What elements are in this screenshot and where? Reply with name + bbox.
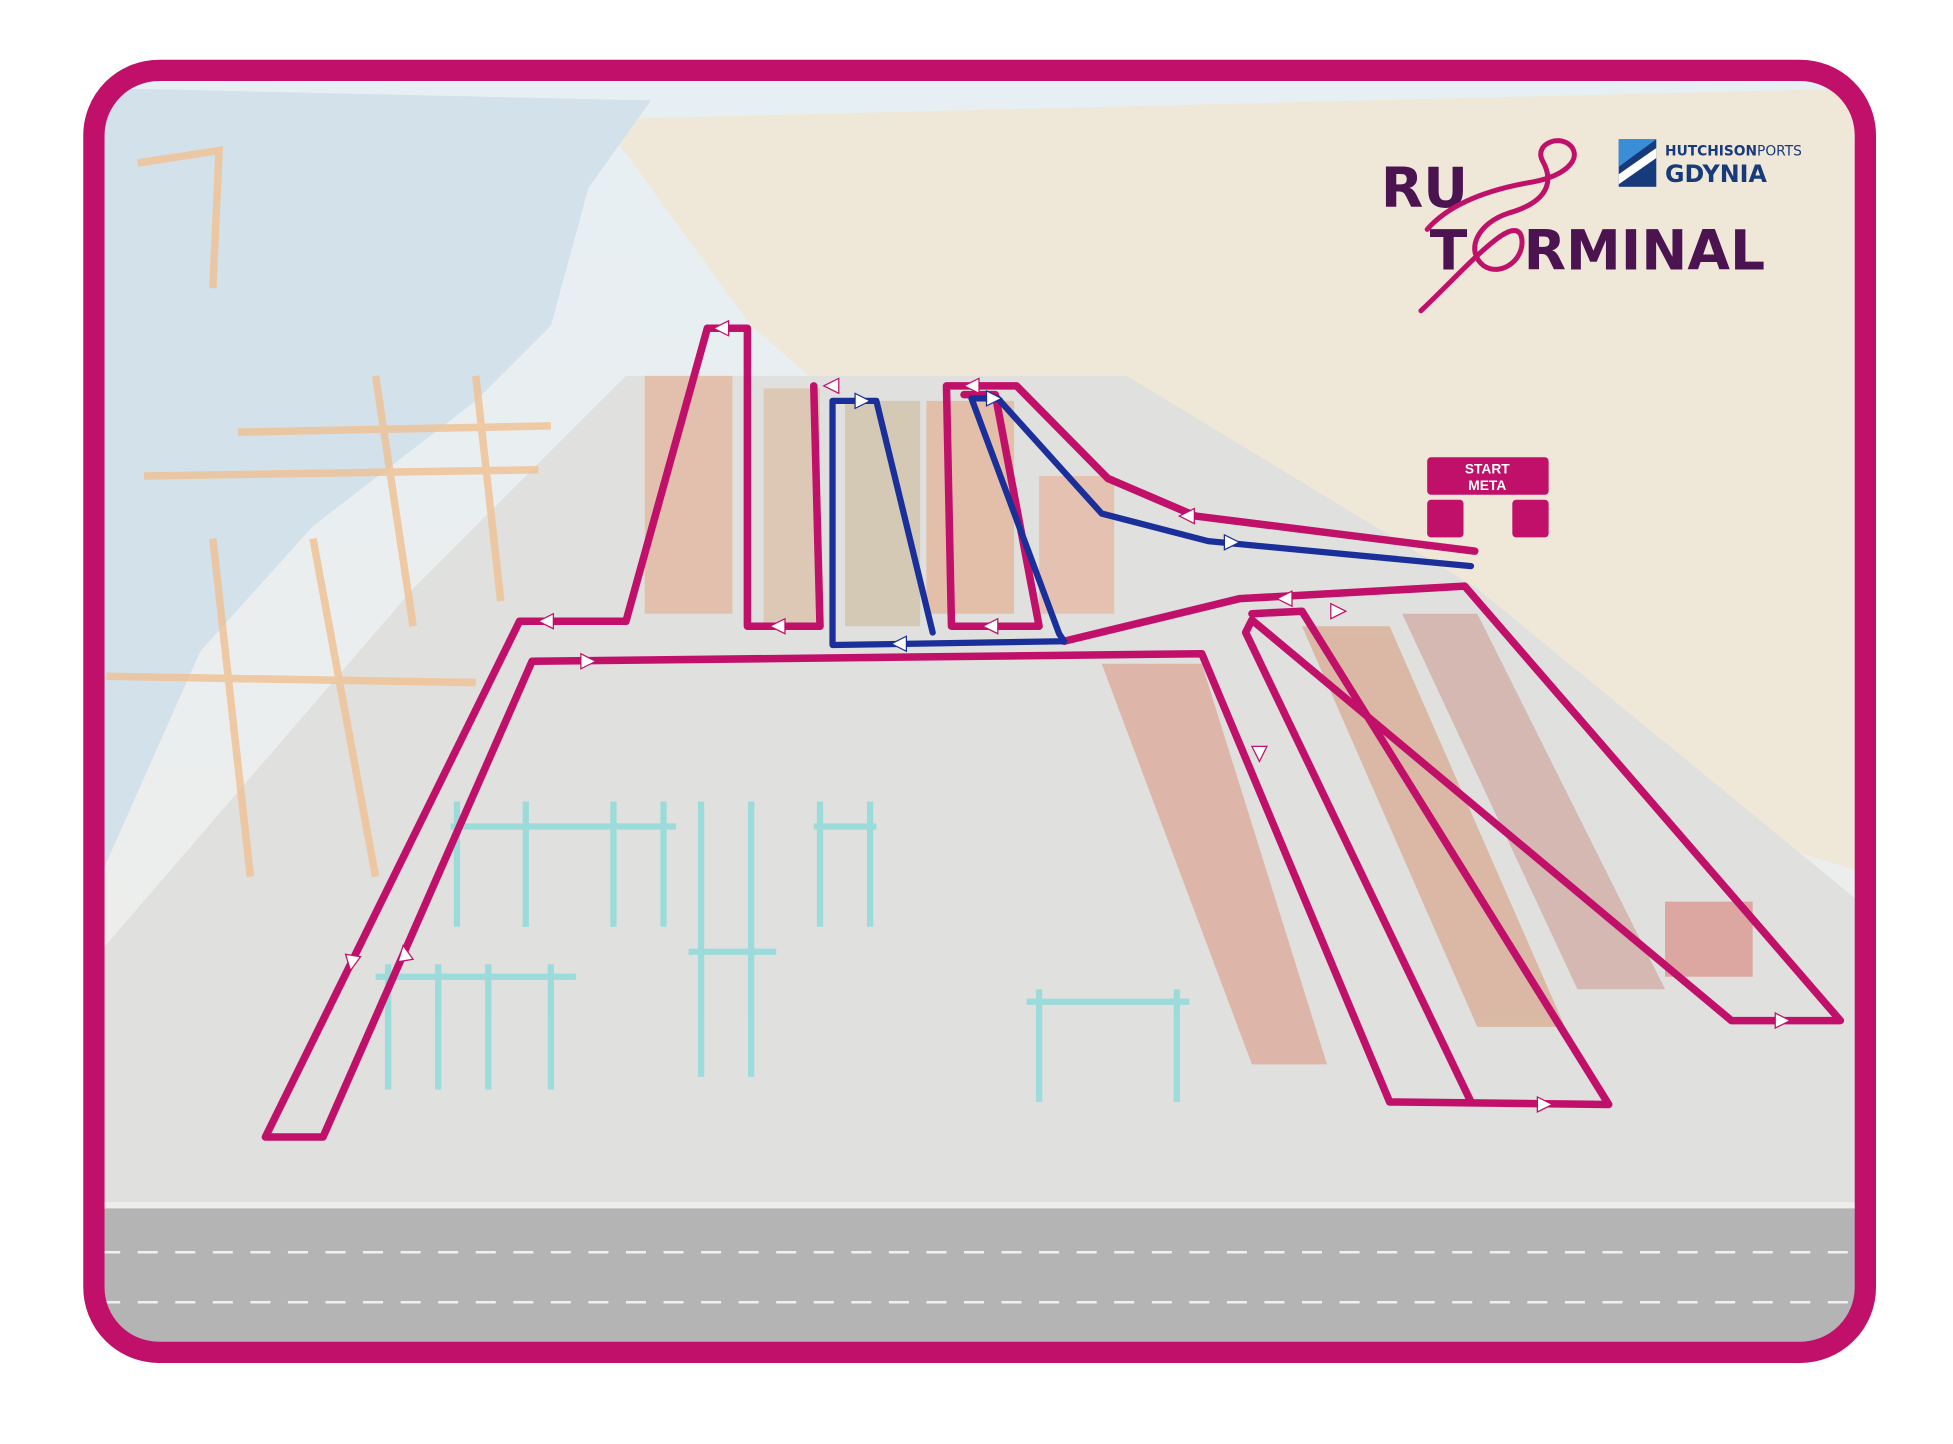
road	[93, 1208, 1866, 1347]
direction-arrows	[344, 319, 1792, 1113]
arrow-icon	[985, 389, 1003, 407]
arrow-icon	[822, 377, 840, 395]
arrow-icon	[1330, 602, 1348, 620]
arrow-icon	[1275, 590, 1293, 608]
arrow-icon	[768, 617, 786, 635]
route-magenta-lanes	[261, 324, 1613, 1141]
map-frame	[83, 59, 1877, 1363]
runner-icon	[1418, 138, 1577, 314]
sponsor-city: GDYNIA	[1665, 160, 1767, 188]
arrow-icon	[981, 617, 999, 635]
logo-run-text: RU	[1381, 156, 1468, 220]
logo-terminal-rest: RMINAL	[1524, 218, 1766, 282]
arrow-icon	[536, 612, 554, 630]
arrow-icon	[854, 392, 872, 410]
arrow-icon	[1177, 507, 1195, 525]
finish-label: META	[1468, 478, 1506, 493]
run-terminal-logo: RU T RMINAL	[1381, 138, 1766, 314]
sponsor-brand-light: PORTS	[1757, 144, 1802, 160]
arrow-icon	[344, 953, 362, 972]
arrow-icon	[889, 635, 908, 653]
route-magenta-main	[942, 382, 1479, 630]
arrow-icon	[712, 319, 730, 337]
ship-cranes	[106, 146, 551, 878]
start-label: START	[1465, 461, 1510, 476]
svg-text:HUTCHISONPORTS: HUTCHISONPORTS	[1665, 144, 1802, 160]
arrow-icon	[1250, 745, 1268, 763]
road-markings	[100, 1250, 1866, 1304]
arrow-icon	[397, 944, 415, 963]
route-blue	[829, 395, 1475, 649]
sponsor-brand-bold: HUTCHISON	[1665, 144, 1757, 160]
start-finish-marker: START META	[1427, 457, 1549, 538]
arrow-icon	[580, 652, 598, 670]
arrow-icon	[1223, 533, 1241, 551]
gantry-cranes	[375, 801, 1190, 1102]
harbor-water	[93, 87, 652, 877]
arrow-icon	[962, 377, 980, 395]
direction-arrows-blue	[854, 389, 1241, 653]
arrow-icon	[1774, 1012, 1792, 1030]
arrow-icon	[1536, 1095, 1554, 1113]
hutchison-ports-logo: HUTCHISONPORTS GDYNIA	[1618, 139, 1802, 188]
